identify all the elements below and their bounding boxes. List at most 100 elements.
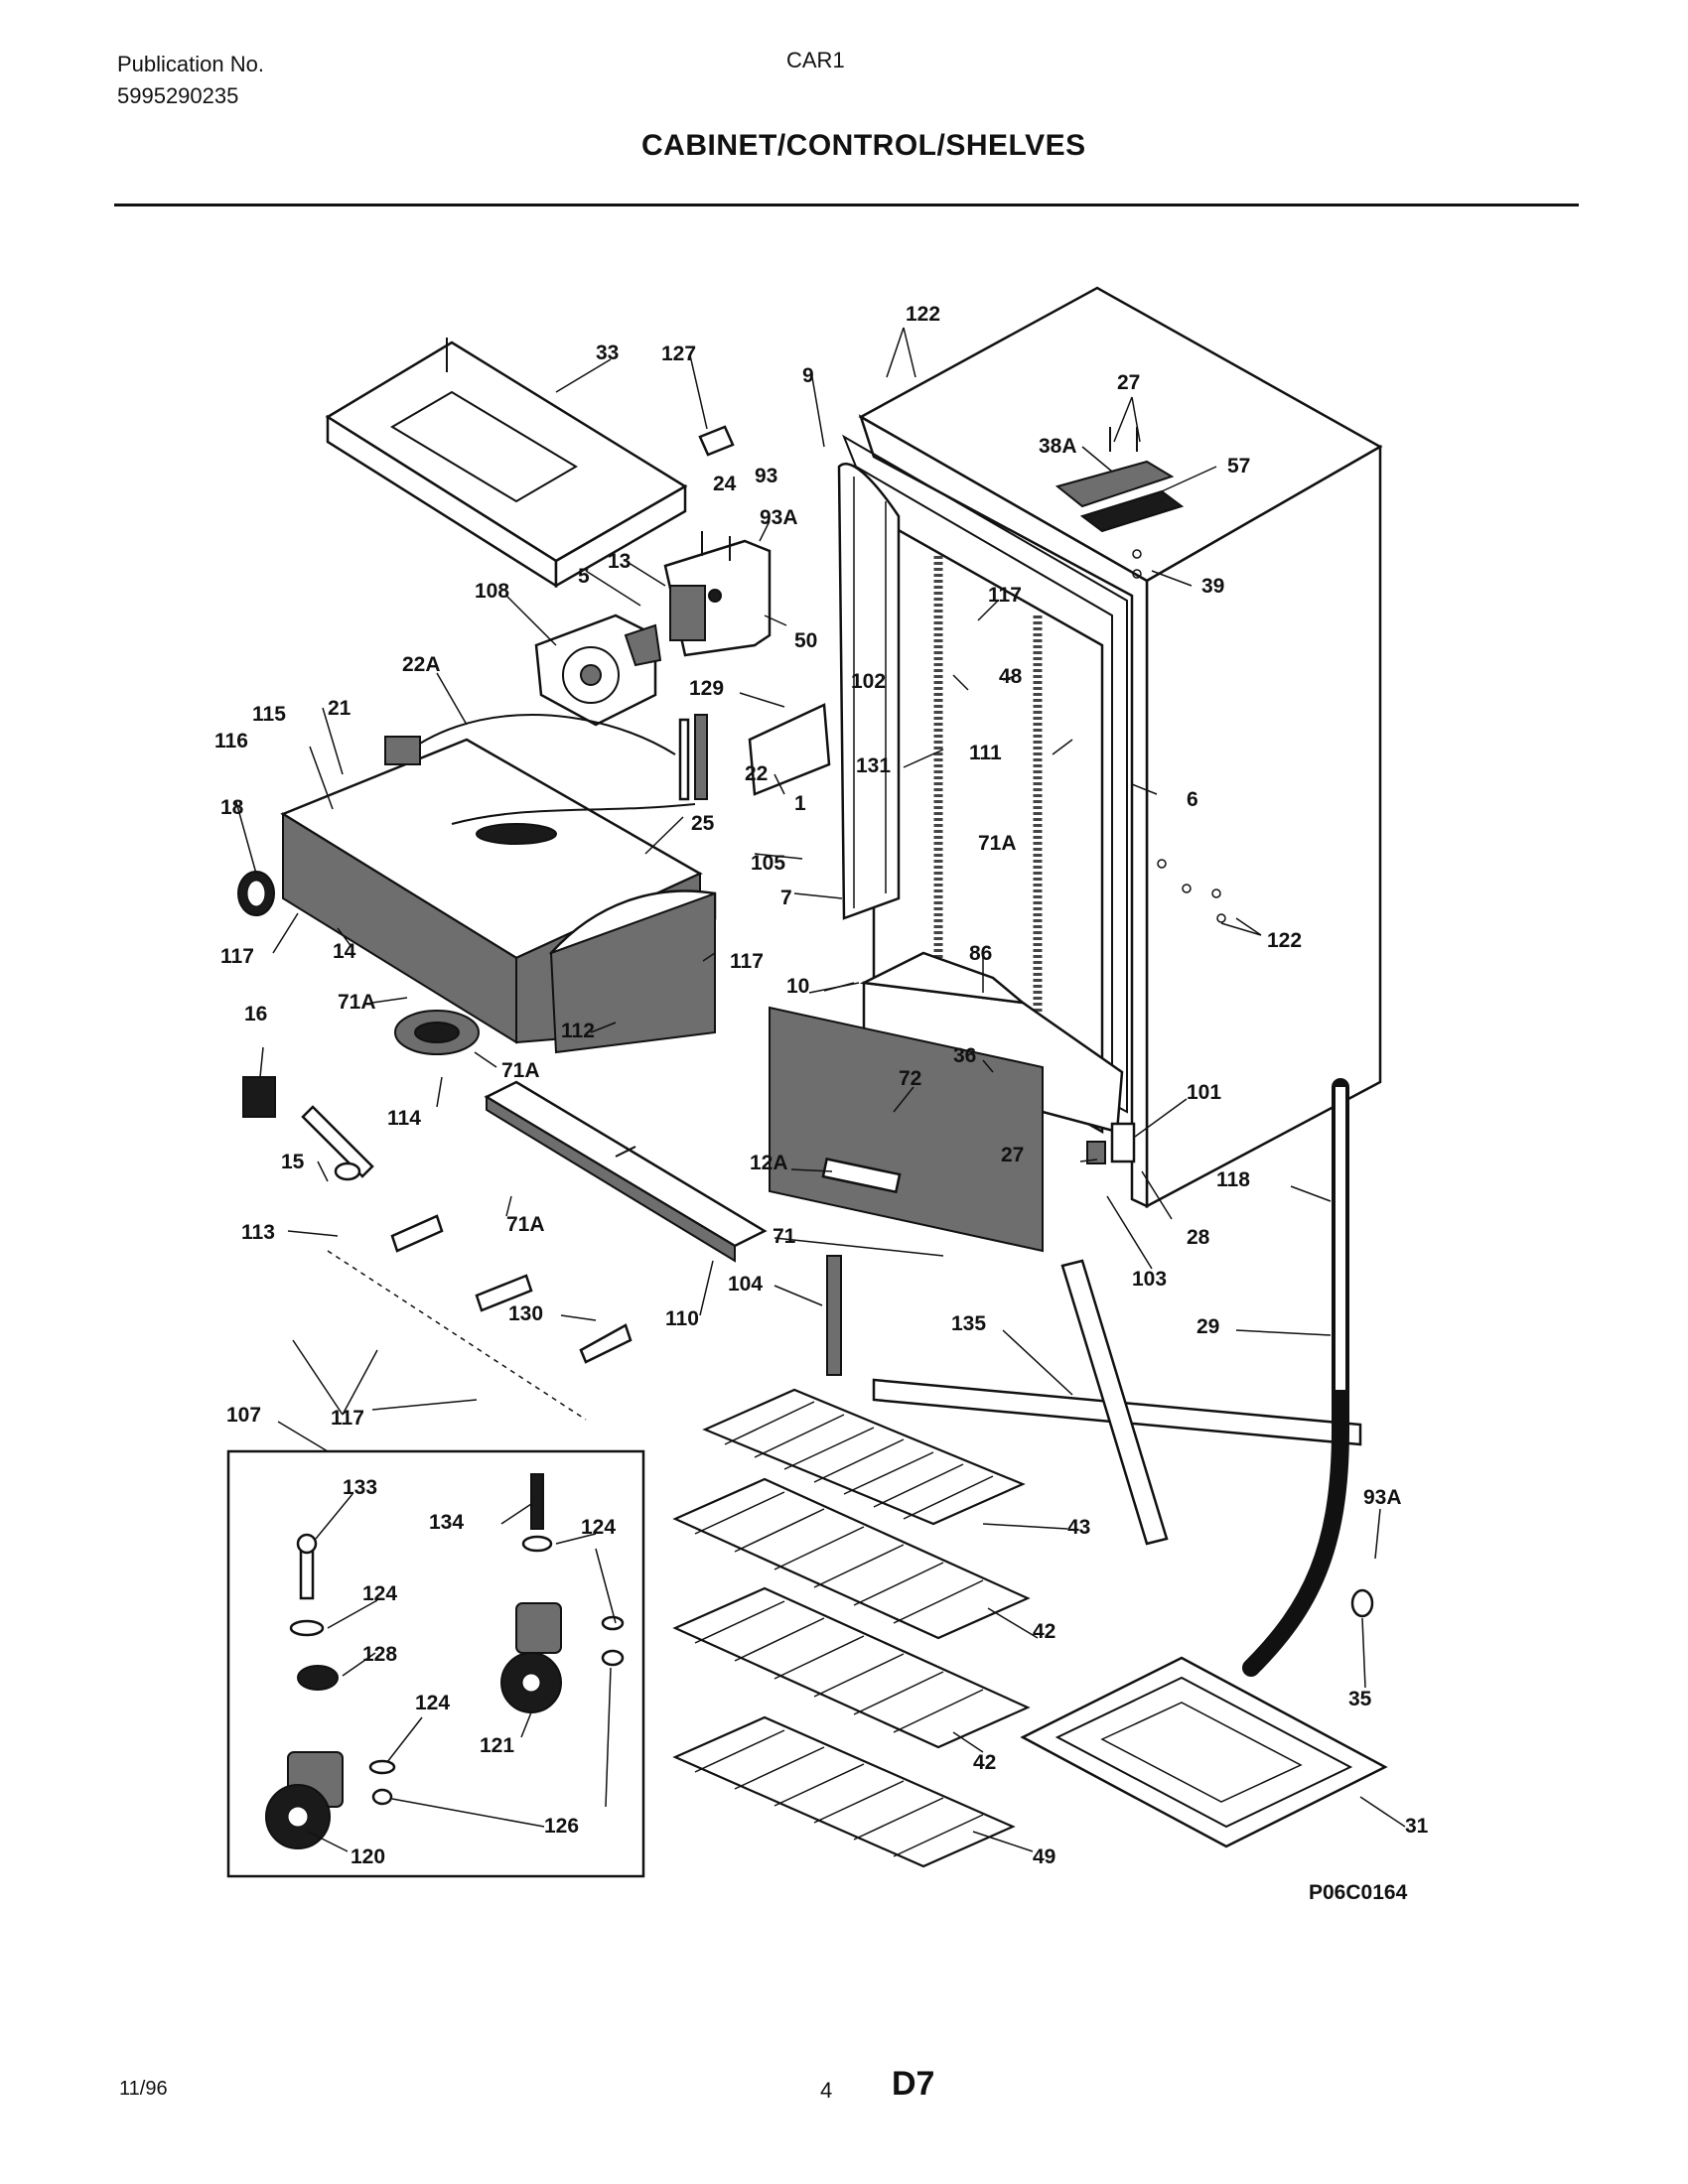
callout-129: 129 [689, 677, 724, 700]
header-rule [114, 204, 1579, 206]
callout-18: 18 [220, 796, 244, 819]
callout-22a: 22A [402, 653, 441, 676]
hinge-screws [327, 1214, 633, 1421]
callout-71a-d: 71A [506, 1213, 545, 1236]
callout-9: 9 [802, 364, 814, 387]
callout-117: 117 [988, 584, 1022, 607]
caster-inset-box [226, 1449, 645, 1878]
callout-117b: 117 [220, 945, 254, 968]
callout-127: 127 [661, 342, 696, 365]
callout-5: 5 [578, 565, 590, 588]
callout-43: 43 [1067, 1516, 1090, 1539]
callout-39: 39 [1201, 575, 1224, 598]
callout-14: 14 [333, 940, 356, 963]
callout-124b: 124 [362, 1582, 397, 1605]
callout-104: 104 [728, 1273, 763, 1296]
bracket-part [748, 703, 831, 796]
strip-part [694, 714, 708, 800]
callout-71a-b: 71A [338, 991, 376, 1014]
callout-labels: 122 33 127 9 27 38A 57 24 93 93A 39 13 5… [214, 303, 1429, 1904]
footer-section-code: D7 [892, 2065, 935, 2103]
callout-72: 72 [899, 1067, 921, 1090]
callout-93: 93 [755, 465, 777, 487]
callout-107: 107 [226, 1404, 261, 1427]
callout-6: 6 [1187, 788, 1198, 811]
callout-50: 50 [794, 629, 817, 652]
model-number: CAR1 [786, 48, 845, 72]
cabinet-body [837, 286, 1383, 1209]
callout-124c: 124 [415, 1692, 450, 1714]
rail-part [484, 1080, 768, 1263]
callout-128: 128 [362, 1643, 397, 1666]
control-assembly [663, 531, 772, 657]
callout-15: 15 [281, 1151, 305, 1173]
callout-36: 36 [953, 1044, 976, 1067]
callout-7: 7 [780, 887, 792, 909]
callout-115: 115 [252, 703, 286, 726]
callout-12a: 12A [750, 1152, 788, 1174]
callout-113: 113 [241, 1221, 275, 1244]
callout-112: 112 [561, 1020, 595, 1042]
page-title: CABINET/CONTROL/SHELVES [641, 129, 1086, 162]
callout-108: 108 [475, 580, 509, 603]
callout-38a: 38A [1039, 435, 1077, 458]
callout-21: 21 [328, 697, 352, 720]
callout-134: 134 [429, 1511, 464, 1534]
callout-101: 101 [1187, 1081, 1221, 1104]
callout-31: 31 [1405, 1815, 1429, 1838]
callout-42b: 42 [973, 1751, 996, 1774]
callout-111: 111 [969, 742, 1002, 764]
callout-131: 131 [856, 754, 891, 777]
ladder-part [826, 1255, 842, 1376]
callout-33: 33 [596, 341, 619, 364]
callout-126: 126 [544, 1815, 579, 1838]
callout-114: 114 [387, 1107, 421, 1130]
callout-93a-b: 93A [1363, 1486, 1402, 1509]
callout-124: 124 [581, 1516, 616, 1539]
callout-29: 29 [1196, 1315, 1219, 1338]
callout-120: 120 [351, 1845, 385, 1868]
callout-48: 48 [999, 665, 1023, 688]
callout-122: 122 [906, 303, 940, 326]
callout-57: 57 [1227, 455, 1250, 478]
footer-date: 11/96 [119, 2078, 168, 2100]
callout-86: 86 [969, 942, 992, 965]
top-cover-part [325, 338, 688, 589]
callout-25: 25 [691, 812, 715, 835]
duct-assembly [280, 714, 717, 1054]
shelves-group [672, 1388, 1031, 1868]
grommet-35-part [1350, 1588, 1374, 1618]
thermostat-part [384, 736, 421, 765]
footer-page-number: 4 [820, 2078, 833, 2103]
drain-tube-part [1242, 1078, 1349, 1677]
callout-27: 27 [1117, 371, 1140, 394]
callout-133: 133 [343, 1476, 377, 1499]
callout-71a-c: 71A [501, 1059, 540, 1082]
publication-number: 5995290235 [117, 83, 239, 108]
callout-35: 35 [1348, 1688, 1372, 1710]
callout-116: 116 [214, 730, 248, 752]
callout-122b: 122 [1267, 929, 1302, 952]
callout-117d: 117 [331, 1407, 364, 1430]
callout-110: 110 [665, 1307, 699, 1330]
drain-pan-part [1020, 1656, 1388, 1848]
kick-plate-part [769, 1006, 1044, 1253]
callout-28: 28 [1187, 1226, 1210, 1249]
callout-121: 121 [480, 1734, 514, 1757]
callout-103: 103 [1132, 1268, 1167, 1291]
callout-130: 130 [508, 1302, 543, 1325]
callout-102: 102 [851, 670, 886, 693]
callout-16: 16 [244, 1003, 267, 1025]
callout-10: 10 [786, 975, 809, 998]
brace-part [872, 1259, 1362, 1546]
callout-49: 49 [1033, 1845, 1055, 1868]
leader-lines [235, 327, 1406, 1852]
publication-label: Publication No. [117, 52, 264, 76]
drawing-id: P06C0164 [1309, 1881, 1408, 1904]
callout-71a: 71A [978, 832, 1017, 855]
callout-93a: 93A [760, 506, 798, 529]
lamp-socket-part [242, 1076, 374, 1181]
callout-22: 22 [745, 762, 768, 785]
callout-118: 118 [1216, 1168, 1250, 1191]
